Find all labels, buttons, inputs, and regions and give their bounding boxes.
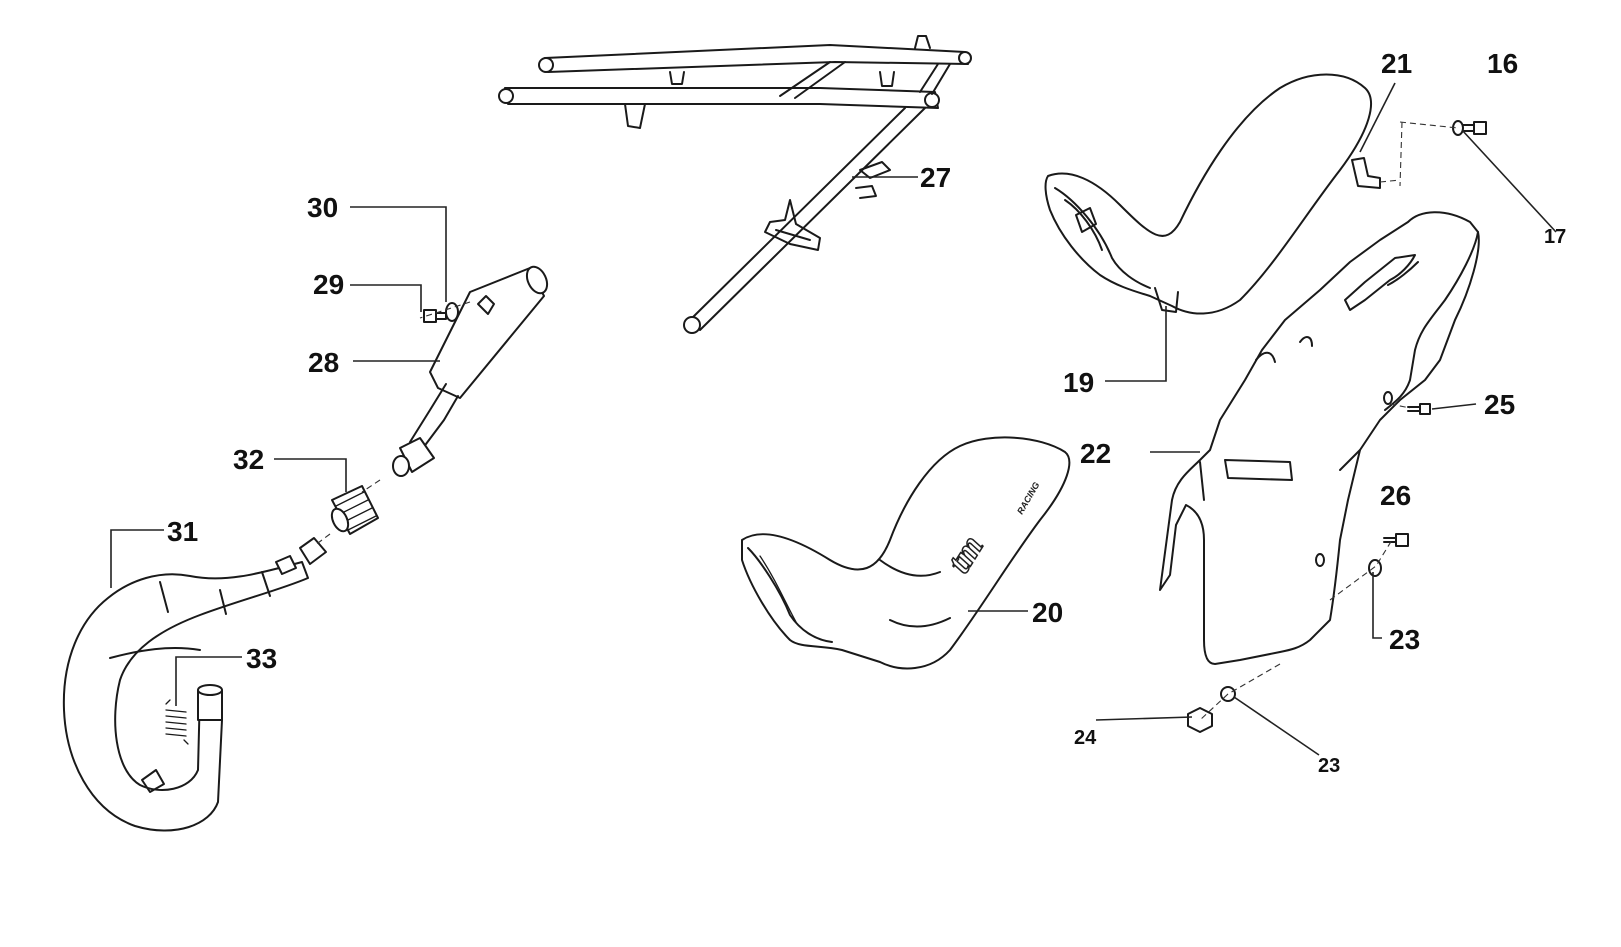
fender-nut [1187, 707, 1213, 733]
callout-23-lower: 23 [1318, 755, 1340, 777]
fender-washer-right [1368, 559, 1382, 577]
callout-23-right: 23 [1389, 624, 1420, 655]
rear-subframe [498, 35, 972, 334]
fender-bolt-upper [1407, 403, 1431, 415]
exhaust-spring [165, 699, 189, 745]
callout-27: 27 [920, 162, 951, 193]
callout-29: 29 [313, 269, 344, 300]
callout-16: 16 [1487, 48, 1518, 79]
callout-33: 33 [246, 643, 277, 674]
callout-17: 17 [1544, 226, 1566, 248]
callout-19: 19 [1063, 367, 1094, 398]
callout-32: 32 [233, 444, 264, 475]
exhaust-coupler [330, 485, 379, 535]
callout-20: 20 [1032, 597, 1063, 628]
seat-upper [1044, 73, 1373, 315]
seat-bolt [1461, 121, 1487, 135]
fender-bolt-lower [1383, 533, 1409, 547]
callout-22: 22 [1080, 438, 1111, 469]
callout-25: 25 [1484, 389, 1515, 420]
assembly-axes [313, 121, 1459, 721]
rear-fender [1159, 211, 1480, 665]
callout-31: 31 [167, 516, 198, 547]
seat-bracket [1351, 157, 1381, 189]
callout-21: 21 [1381, 48, 1412, 79]
silencer [392, 265, 549, 477]
seat-lower: tm RACING [741, 436, 1071, 670]
callout-labels: 27 30 29 28 32 31 33 19 20 21 16 17 25 2… [167, 48, 1566, 777]
callout-30: 30 [307, 192, 338, 223]
expansion-chamber [62, 537, 327, 832]
callout-leaders [110, 82, 1557, 756]
callout-26: 26 [1380, 480, 1411, 511]
callout-24: 24 [1074, 727, 1097, 749]
silencer-washer [445, 302, 459, 322]
callout-28: 28 [308, 347, 339, 378]
